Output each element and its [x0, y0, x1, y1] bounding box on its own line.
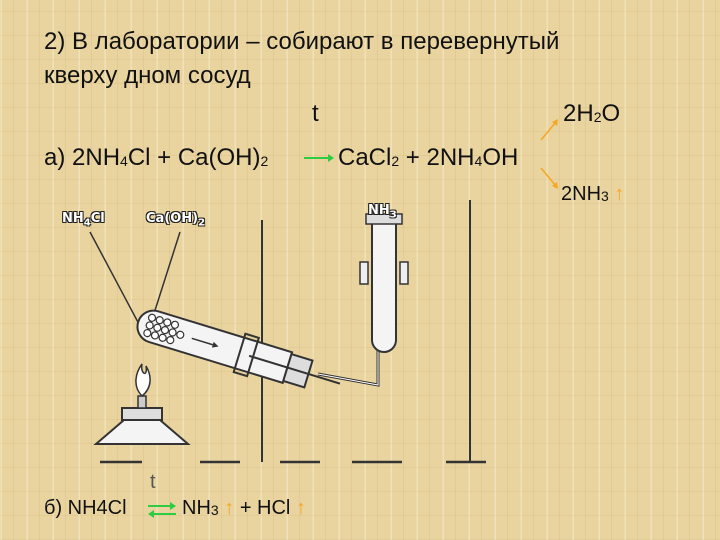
product-nh4oh-end: OH: [482, 144, 519, 171]
label-caoh2-subscript: 2: [198, 217, 206, 229]
heading-line-2: кверху дном сосуд: [44, 62, 251, 89]
reactant-caoh-subscript: 2: [260, 153, 269, 169]
ammonia-subscript: 3: [601, 188, 609, 204]
reaction-b-nh3-prefix: NH: [182, 497, 211, 519]
spirit-lamp: [93, 363, 191, 445]
ammonia-up-arrow-icon: ↑: [614, 183, 625, 205]
label-nh4cl-end: Cl: [90, 211, 105, 226]
label-nh3: NH3: [368, 204, 397, 221]
label-pointer-lines: [89, 231, 181, 327]
label-nh4cl: NH4Cl: [62, 212, 105, 229]
reaction-b-products: NH3 ↑ + HCl ↑: [182, 498, 306, 518]
water-end: O: [601, 100, 621, 127]
reagent-mixture: [143, 313, 185, 345]
reactant-caoh-text: Cl + Ca(OH): [127, 144, 261, 171]
reactant-nh4cl-subscript: 4: [120, 153, 128, 169]
product-cacl-prefix: CaCl: [338, 144, 392, 171]
heading-line-1: 2) В лаборатории – собирают в перевернут…: [44, 28, 560, 55]
branch-arrow-up-icon: [540, 119, 558, 141]
reaction-a-condition: t: [312, 100, 319, 127]
test-tube: [136, 309, 341, 389]
reaction-a-products: CaCl2 + 2NH4OH: [338, 146, 518, 170]
label-nh3-subscript: 3: [389, 209, 397, 221]
product-nh4oh-subscript: 4: [474, 153, 483, 169]
flame-icon: [135, 363, 151, 398]
label-caoh2-prefix: Ca(OH): [146, 211, 199, 226]
reaction-b-hcl: + HCl: [239, 497, 291, 519]
product-water: 2H2O: [563, 102, 620, 126]
ammonia-prefix: 2NH: [561, 183, 602, 205]
reaction-b-condition: t: [150, 471, 156, 493]
hcl-up-arrow-icon: ↑: [295, 497, 306, 519]
label-nh3-prefix: NH: [368, 203, 390, 218]
product-cacl-subscript: 2: [391, 153, 400, 169]
branch-arrow-down-icon: [540, 167, 558, 189]
label-nh4cl-prefix: NH: [62, 211, 84, 226]
reaction-arrow-icon: [304, 154, 334, 162]
reaction-b-left: б) NH4Cl: [44, 497, 127, 519]
reaction-b-nh3-subscript: 3: [210, 502, 219, 518]
equilibrium-arrows-icon: [148, 502, 176, 518]
reaction-a-reactants: а) 2NH4Cl + Ca(OH)2: [44, 146, 268, 170]
product-nh4oh-prefix: + 2NH: [399, 144, 475, 171]
nh3-up-arrow-icon: ↑: [224, 497, 235, 519]
product-ammonia: 2NH3 ↑: [561, 184, 624, 204]
label-nh4cl-subscript: 4: [83, 217, 91, 229]
label-caoh2: Ca(OH)2: [146, 212, 205, 229]
delivery-tube: [317, 240, 380, 387]
inverted-collection-tube: [359, 213, 409, 353]
water-subscript: 2: [593, 109, 602, 125]
reactant-nh4cl-prefix: а) 2NH: [44, 144, 121, 171]
water-prefix: 2H: [563, 100, 594, 127]
